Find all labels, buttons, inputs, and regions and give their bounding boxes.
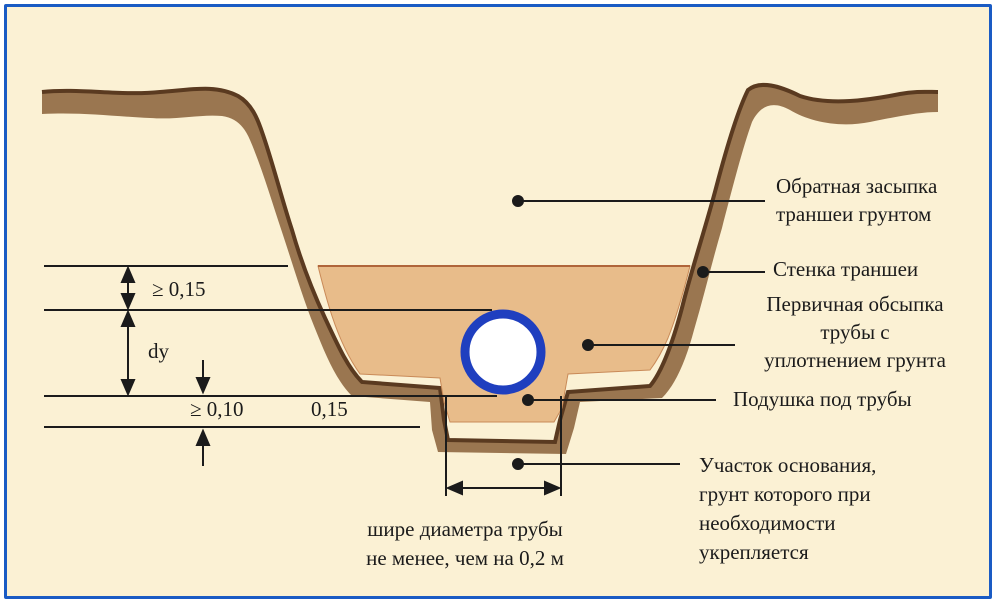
dim-top-cover: ≥ 0,15: [152, 277, 206, 301]
label-base-4: укрепляется: [699, 540, 809, 564]
dim-diameter: dy: [148, 339, 170, 363]
leader-lines: [512, 195, 765, 470]
dimension-lines: [44, 265, 562, 496]
trench-wall: [42, 84, 938, 455]
label-base-3: необходимости: [699, 511, 836, 535]
label-primary-fill-1: Первичная обсыпка: [766, 292, 944, 316]
dim-bed-thickness: ≥ 0,10: [190, 397, 244, 421]
label-base-1: Участок основания,: [699, 453, 877, 477]
width-note-1: шире диаметра трубы: [367, 517, 563, 541]
label-primary-fill-2: трубы с: [820, 320, 890, 344]
pipe: [460, 309, 546, 395]
dim-bed-side: 0,15: [311, 397, 348, 421]
width-note-2: не менее, чем на 0,2 м: [366, 546, 564, 570]
label-trench-wall: Стенка траншеи: [773, 257, 919, 281]
label-backfill-1: Обратная засыпка: [776, 174, 938, 198]
label-base-2: грунт которого при: [699, 482, 871, 506]
label-pipe-bed: Подушка под трубы: [733, 387, 912, 411]
label-primary-fill-3: уплотнением грунта: [764, 348, 946, 372]
label-backfill-2: траншеи грунтом: [776, 202, 932, 226]
trench-wall-edge: [41, 82, 939, 445]
